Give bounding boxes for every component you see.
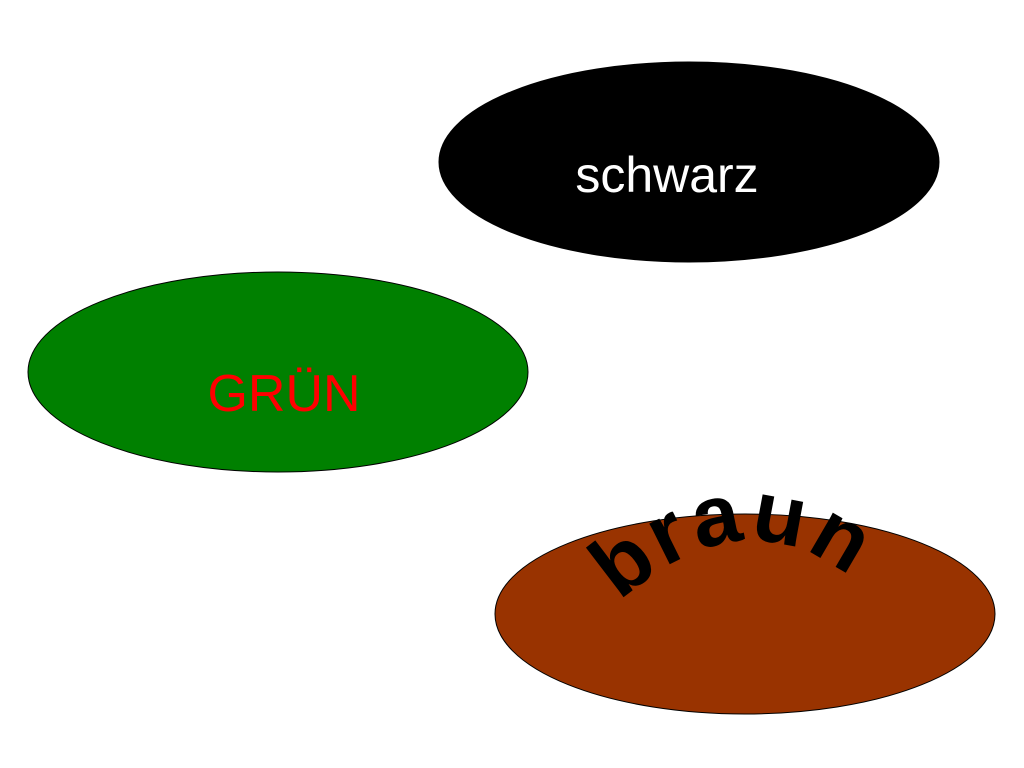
black-ellipse-group: schwarz — [438, 61, 940, 263]
green-ellipse-group: GRÜN — [27, 271, 529, 473]
green-ellipse-label: GRÜN — [207, 365, 360, 423]
green-ellipse — [27, 271, 529, 473]
black-ellipse-label: schwarz — [575, 147, 758, 203]
black-ellipse — [438, 61, 940, 263]
brown-ellipse — [494, 513, 996, 715]
brown-ellipse-group: braun — [494, 462, 996, 715]
